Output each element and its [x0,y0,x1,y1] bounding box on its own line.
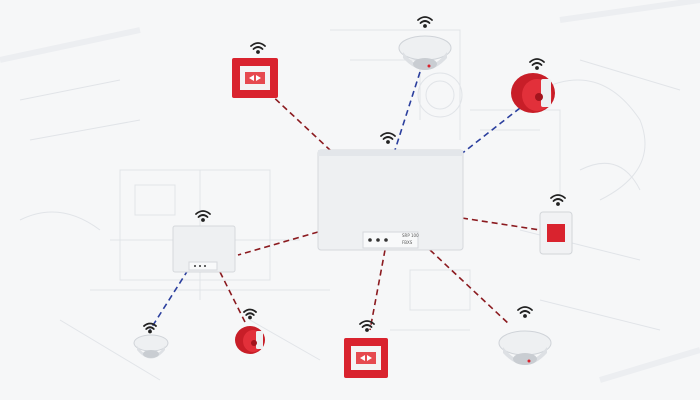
wifi-icon [195,210,211,222]
siren-icon [511,73,555,113]
smoke-detector-icon [498,330,552,365]
beacon-icon [539,211,573,255]
wifi-icon [250,42,266,54]
wifi-icon [359,320,375,332]
link-line [394,71,421,151]
link-line [369,249,386,331]
smoke-detector-icon [133,334,169,359]
link-line [267,91,331,151]
wifi-icon [550,194,566,206]
wifi-icon [529,58,545,70]
panel-model-label: SRP 100 [402,233,419,238]
siren-icon [235,326,265,354]
smoke-detector-icon [398,35,452,70]
wifi-icon [380,132,396,144]
link-line [149,269,189,331]
call-point-icon [344,338,388,378]
wifi-icon [243,308,257,320]
link-line [461,217,541,231]
wifi-icon [517,306,533,318]
panel-brand-label: FBXS [402,240,413,245]
link-line [429,249,511,326]
call-point-icon [232,58,278,98]
control-panel-icon: SRP 100 FBXS [317,149,464,251]
wifi-icon [143,322,157,334]
link-line [237,231,319,256]
wifi-icon [417,16,433,28]
repeater-icon [172,225,236,273]
link-line [459,107,521,156]
